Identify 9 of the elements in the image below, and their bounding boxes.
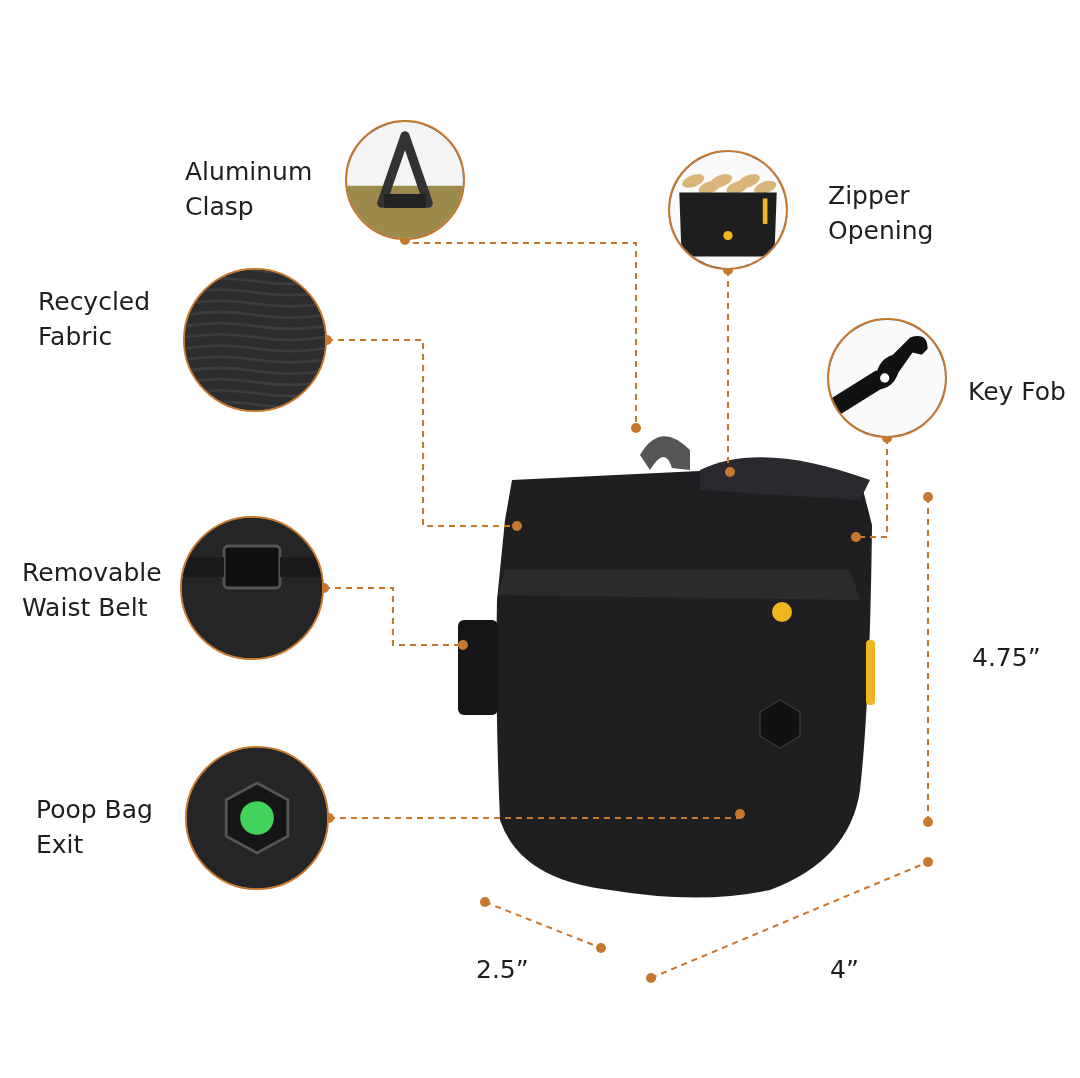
dimension-label: 4” bbox=[830, 954, 859, 986]
dimension-label: 2.5” bbox=[476, 954, 529, 986]
callout-text: Poop Bag Exit bbox=[36, 794, 154, 861]
callout-text: Aluminum Clasp bbox=[185, 156, 314, 223]
dimension-label: 4.75” bbox=[972, 642, 1041, 674]
callout-text: Recycled Fabric bbox=[38, 286, 152, 353]
callout-text: Key Fob bbox=[968, 376, 1067, 408]
callout-text: Zipper Opening bbox=[828, 180, 935, 247]
callout-text: Removable Waist Belt bbox=[22, 557, 163, 624]
